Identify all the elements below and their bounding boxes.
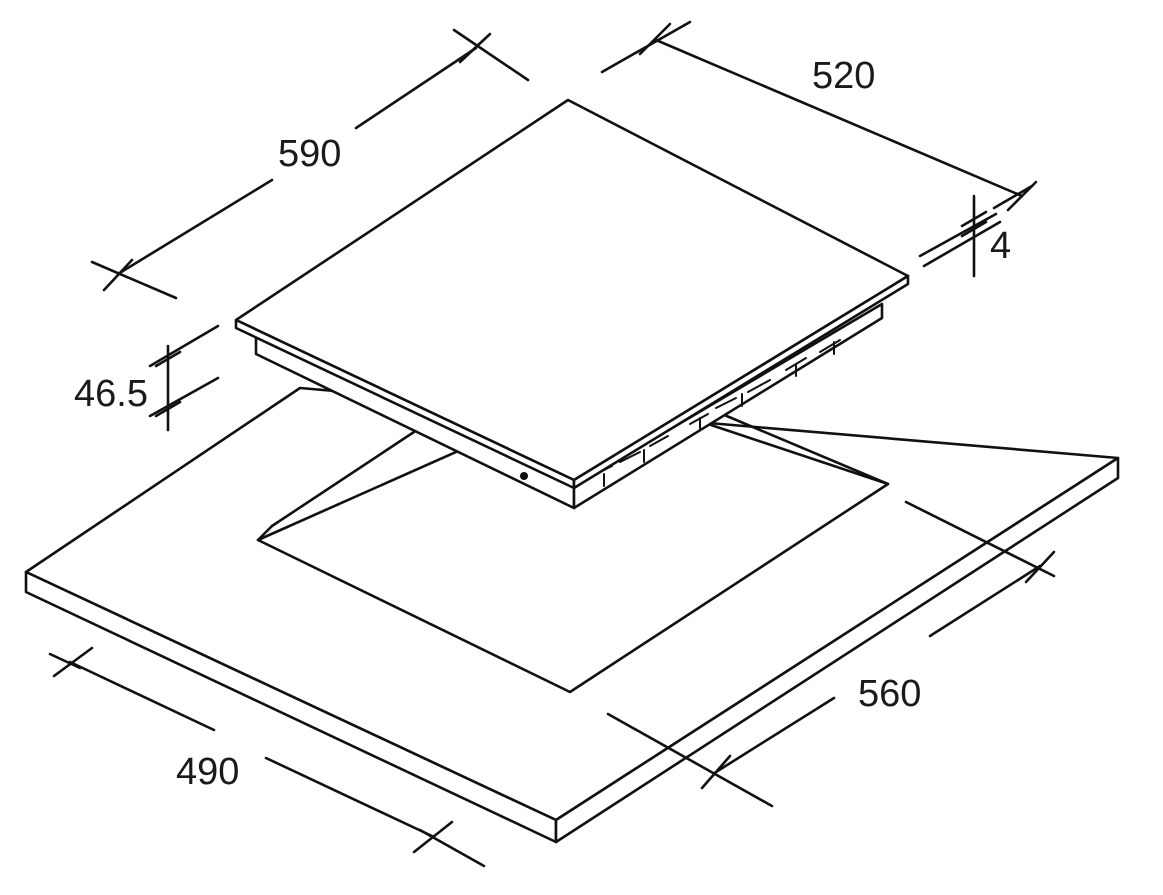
extension-line [904,500,1056,578]
tick [1024,550,1056,584]
dimension-560: 560 [606,500,1056,808]
tick [458,32,492,64]
dimension-590: 590 [90,28,530,300]
tick [154,350,182,368]
tick [960,220,988,238]
extension-line [922,220,1002,268]
dimension-490: 490 [48,646,486,868]
extension-line [418,828,486,868]
dimension-label-520: 520 [812,55,875,97]
extension-line [452,28,530,82]
hob-body [254,302,884,510]
extension-line [48,652,82,670]
dimension-46-5: 46.5 [74,324,220,432]
tick [960,210,988,228]
extension-line [918,212,998,258]
tick [1006,180,1038,212]
tick [102,258,134,292]
hob-glass [234,98,910,490]
tick [638,22,672,56]
tick [52,646,94,678]
dimension-label-560: 560 [858,673,921,715]
dimension-label-490: 490 [176,751,239,793]
tick [154,400,182,418]
tick [700,754,732,790]
dimension-520: 520 [600,20,1038,212]
extension-line [148,324,220,368]
countertop-right-edge [554,456,1120,844]
extension-line [90,260,178,300]
cutout-inner-edge-back [270,426,422,528]
dimension-label-590: 590 [278,133,341,175]
dimension-label-4: 4 [990,225,1011,267]
hob-glass-right-edge [572,274,910,490]
extension-line [606,712,774,808]
countertop [24,386,1120,844]
dimension-label-46-5: 46.5 [74,373,148,415]
cutout-inner-edge-right [720,412,890,486]
hob-control-vents [520,339,841,487]
extension-line [148,376,220,418]
dimension-4: 4 [918,194,1011,278]
extension-line [992,184,1034,210]
hob-body-right [572,302,884,510]
cutout-inner-edge-left [256,524,274,542]
